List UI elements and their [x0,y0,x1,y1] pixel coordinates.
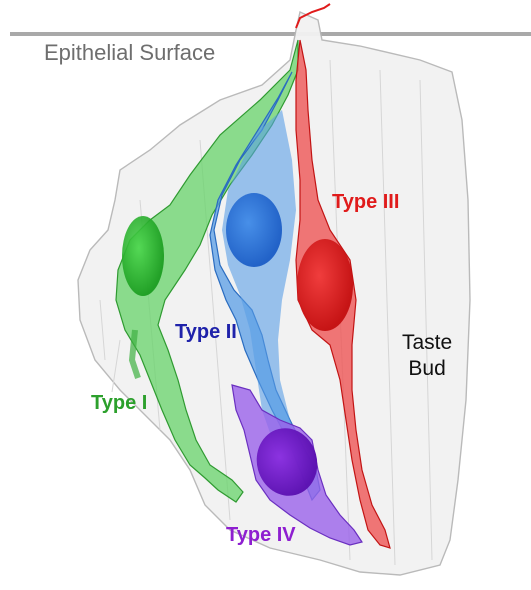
type-ii-label: Type II [175,322,237,342]
type-iv-label: Type IV [226,525,296,545]
type-ii-nucleus [226,193,282,267]
taste-bud-label-line1: Taste [402,330,452,356]
type-i-nucleus [122,216,164,296]
type-i-label: Type I [91,393,147,413]
taste-bud-label: Taste Bud [402,330,452,383]
type-iii-label: Type III [332,192,399,212]
epithelial-surface-label: Epithelial Surface [44,42,215,64]
taste-bud-label-line2: Bud [402,356,452,382]
type-iii-nucleus [297,239,353,331]
